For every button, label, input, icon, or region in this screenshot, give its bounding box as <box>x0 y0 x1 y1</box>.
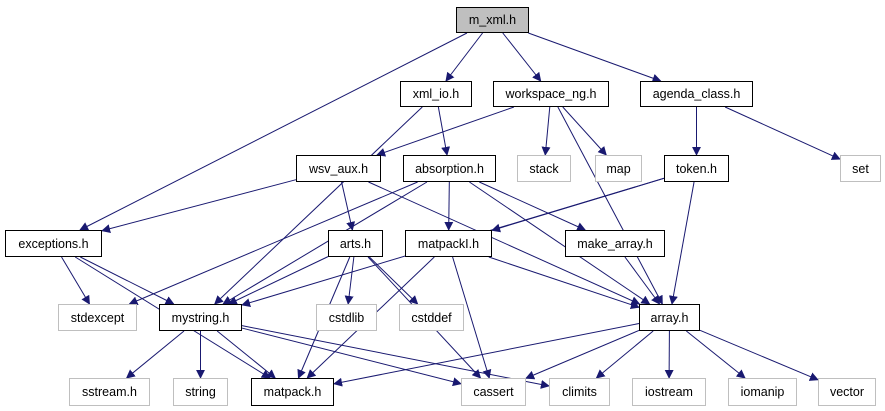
node-stdexcept[interactable]: stdexcept <box>58 304 137 331</box>
node-stack[interactable]: stack <box>517 155 571 182</box>
edge-array-to-iomanip <box>686 330 746 379</box>
edge-array-to-matpack <box>333 323 640 387</box>
edge-xml_io-to-mystring <box>214 106 423 305</box>
node-matpack-h[interactable]: matpack.h <box>251 378 334 406</box>
node-agenda-class-h[interactable]: agenda_class.h <box>640 81 753 107</box>
edge-wsv_aux-to-exceptions <box>101 179 297 234</box>
node-wsv-aux-h[interactable]: wsv_aux.h <box>296 155 381 182</box>
edge-exceptions-to-stdexcept <box>61 256 90 305</box>
node-mystring-h[interactable]: mystring.h <box>159 304 242 331</box>
edge-absorption-to-make_array <box>479 181 587 231</box>
node-set[interactable]: set <box>840 155 881 182</box>
edge-workspace_ng-to-wsv_aux <box>376 106 515 157</box>
node-matpacki-h[interactable]: matpackI.h <box>405 230 492 257</box>
edge-wsv_aux-to-arts <box>341 181 356 231</box>
edge-mystring-to-matpack <box>216 330 276 379</box>
edge-m_xml-to-workspace_ng <box>502 32 542 82</box>
edge-matpackI-to-array <box>488 256 640 309</box>
node-xml-io-h[interactable]: xml_io.h <box>400 81 472 107</box>
edge-m_xml-to-xml_io <box>445 32 483 82</box>
node-map[interactable]: map <box>595 155 642 182</box>
node-array-h[interactable]: array.h <box>639 304 700 331</box>
node-exceptions-h[interactable]: exceptions.h <box>5 230 102 257</box>
edge-absorption-to-stdexcept <box>128 181 418 305</box>
edge-absorption-to-array <box>469 181 651 305</box>
node-vector[interactable]: vector <box>818 378 876 406</box>
edge-array-to-climits <box>595 330 654 379</box>
node-cassert[interactable]: cassert <box>461 378 526 406</box>
edge-array-to-cassert <box>525 329 640 380</box>
node-arts-h[interactable]: arts.h <box>328 230 383 257</box>
node-string[interactable]: string <box>173 378 228 406</box>
edge-m_xml-to-exceptions <box>79 32 468 231</box>
edge-absorption-to-matpackI <box>444 181 454 231</box>
edge-matpackI-to-cassert <box>452 256 492 379</box>
node-sstream-h[interactable]: sstream.h <box>69 378 150 406</box>
node-climits[interactable]: climits <box>549 378 610 406</box>
edge-exceptions-to-mystring <box>80 256 175 305</box>
node-absorption-h[interactable]: absorption.h <box>403 155 496 182</box>
edge-workspace_ng-to-map <box>562 106 607 156</box>
edge-workspace_ng-to-stack <box>541 106 551 156</box>
node-token-h[interactable]: token.h <box>664 155 729 182</box>
edge-make_array-to-array <box>624 256 661 305</box>
node-workspace-ng-h[interactable]: workspace_ng.h <box>493 81 609 107</box>
node-cstdlib[interactable]: cstdlib <box>316 304 377 331</box>
edge-array-to-vector <box>699 329 819 381</box>
edge-xml_io-to-absorption <box>437 106 451 156</box>
edge-wsv_aux-to-array <box>368 181 641 305</box>
node-m-xml-h[interactable]: m_xml.h <box>456 7 529 33</box>
edge-arts-to-cstdlib <box>344 256 355 305</box>
edge-workspace_ng-to-array <box>557 106 663 305</box>
edge-m_xml-to-agenda_class <box>528 32 662 83</box>
edge-mystring-to-cassert <box>241 327 462 387</box>
edge-absorption-to-mystring <box>222 181 428 305</box>
edge-agenda_class-to-set <box>724 106 841 160</box>
node-iostream[interactable]: iostream <box>632 378 706 406</box>
edge-mystring-to-climits <box>241 325 550 389</box>
node-cstddef[interactable]: cstddef <box>399 304 464 331</box>
edge-arts-to-mystring <box>227 256 329 305</box>
edge-mystring-to-sstream <box>125 330 185 379</box>
node-make-array-h[interactable]: make_array.h <box>565 230 665 257</box>
edge-arts-to-cstddef <box>369 256 419 305</box>
edge-token-to-array <box>668 181 695 305</box>
node-iomanip[interactable]: iomanip <box>728 378 797 406</box>
